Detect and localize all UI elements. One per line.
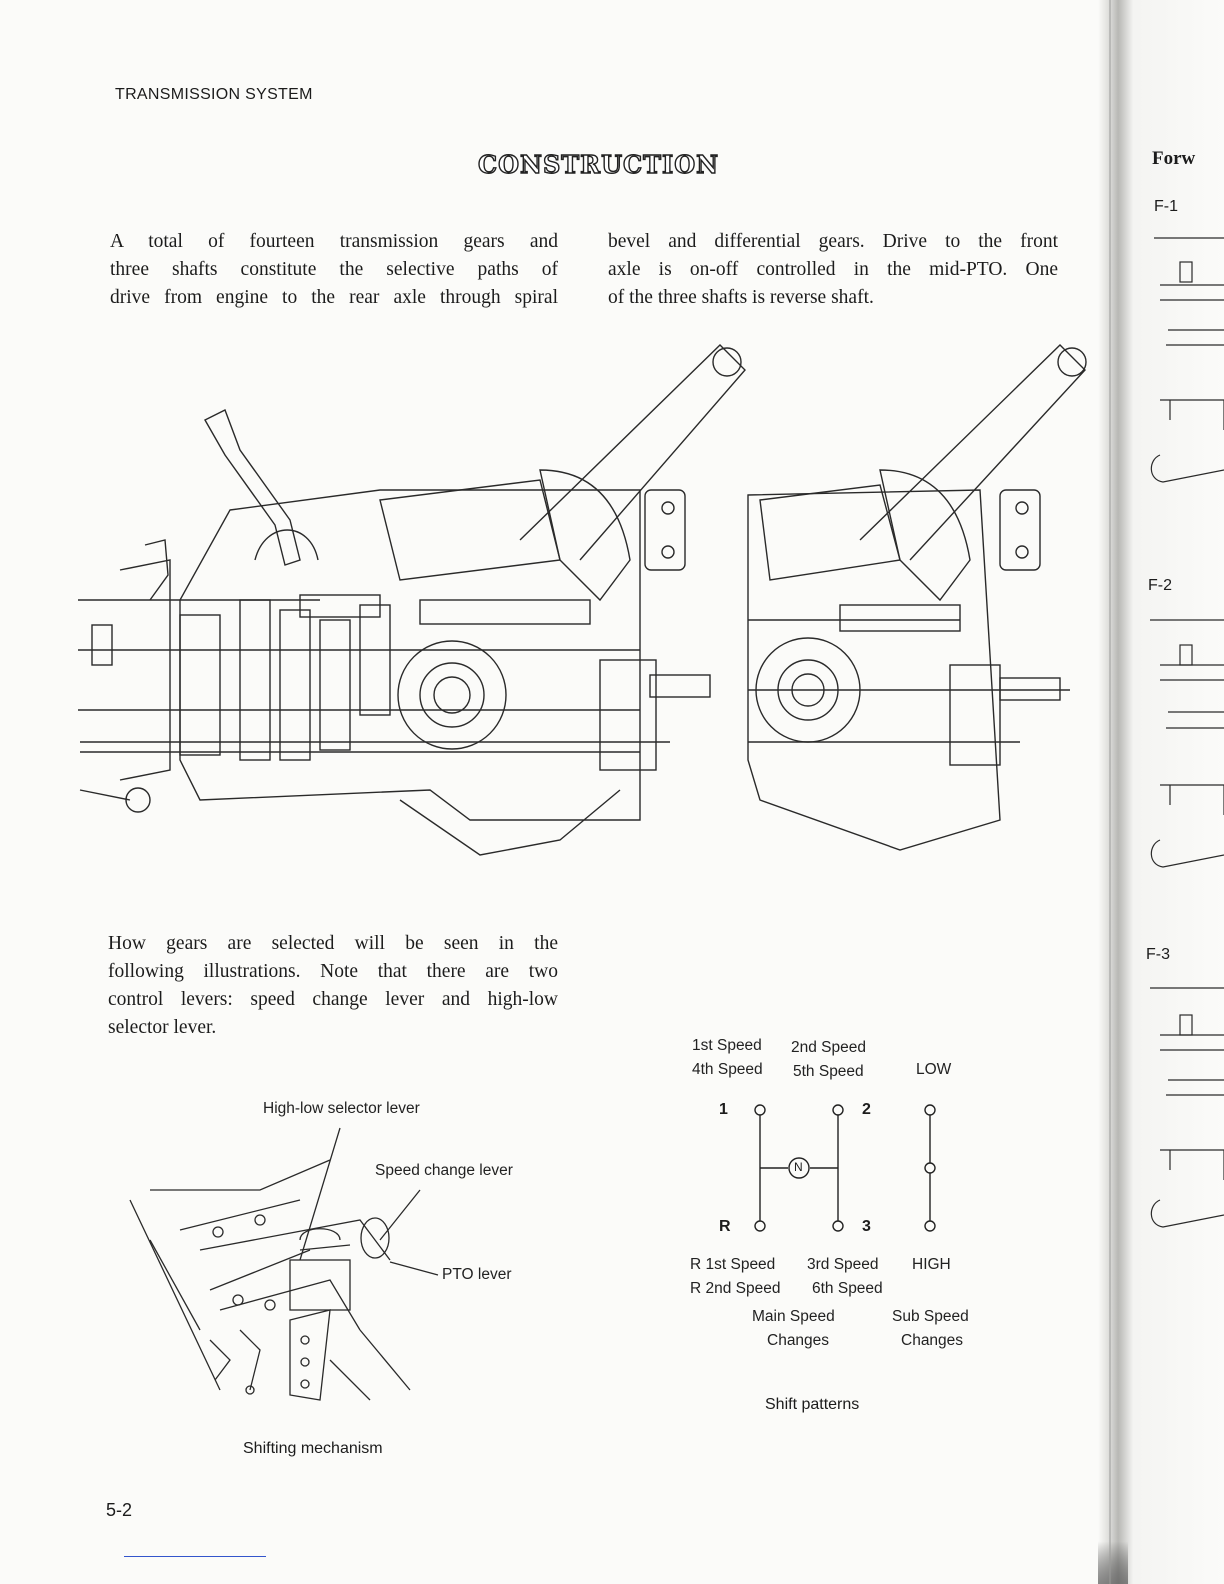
- section-title: CONSTRUCTION: [477, 149, 720, 179]
- label-2nd-speed: 2nd Speed: [791, 1039, 866, 1056]
- facing-figure-f1: F-1: [1154, 198, 1178, 215]
- gate-neutral: N: [794, 1160, 803, 1174]
- gate-position-3: 3: [862, 1218, 871, 1235]
- binding-gutter: Forw F-1 F-2 F-3: [1098, 0, 1224, 1584]
- label-1st-speed: 1st Speed: [692, 1037, 762, 1054]
- text-line: A total of fourteen transmission gears a…: [110, 231, 558, 252]
- text-line: of the three shafts is reverse shaft.: [608, 287, 874, 308]
- text-line: drive from engine to the rear axle throu…: [110, 287, 558, 308]
- gate-position-2: 2: [862, 1101, 871, 1118]
- intro-paragraph-left: A total of fourteen transmission gears a…: [110, 228, 558, 312]
- label-4th-speed: 4th Speed: [692, 1061, 763, 1078]
- text-line: selector lever.: [108, 1017, 217, 1038]
- page-number: 5-2: [106, 1500, 133, 1520]
- label-r-2nd-speed: R 2nd Speed: [690, 1280, 781, 1297]
- selection-paragraph: How gears are selected will be seen in t…: [108, 930, 558, 1042]
- text-line: axle is on-off controlled in the mid-PTO…: [608, 259, 1058, 280]
- label-3rd-speed: 3rd Speed: [807, 1256, 879, 1273]
- text-line: How gears are selected will be seen in t…: [108, 933, 558, 954]
- text-line: bevel and differential gears. Drive to t…: [608, 231, 1058, 252]
- intro-paragraph-right: bevel and differential gears. Drive to t…: [608, 228, 1058, 312]
- footer-rule: [124, 1556, 266, 1557]
- label-sub-speed: Sub Speed: [892, 1308, 969, 1325]
- gutter-shading: [1098, 0, 1224, 1584]
- label-main-speed: Main Speed: [752, 1308, 835, 1325]
- text-line: control levers: speed change lever and h…: [108, 989, 558, 1010]
- running-header: TRANSMISSION SYSTEM: [115, 86, 313, 103]
- label-r-1st-speed: R 1st Speed: [690, 1256, 776, 1273]
- label-6th-speed: 6th Speed: [812, 1280, 883, 1297]
- facing-figure-f3: F-3: [1146, 946, 1170, 963]
- facing-page-drawings: [1150, 237, 1224, 1228]
- gate-position-r: R: [719, 1218, 731, 1235]
- shifting-mechanism-caption: Shifting mechanism: [243, 1440, 383, 1457]
- text-line: following illustrations. Note that there…: [108, 961, 558, 982]
- label-pto-lever: PTO lever: [442, 1266, 512, 1283]
- label-high: HIGH: [912, 1256, 951, 1273]
- facing-figure-f2: F-2: [1148, 577, 1172, 594]
- label-sub-changes: Changes: [901, 1332, 964, 1349]
- label-speed-change-lever: Speed change lever: [375, 1162, 513, 1179]
- label-5th-speed: 5th Speed: [793, 1063, 864, 1080]
- gate-position-1: 1: [719, 1101, 728, 1118]
- label-low: LOW: [916, 1061, 952, 1078]
- text-line: three shafts constitute the selective pa…: [110, 259, 558, 280]
- label-main-changes: Changes: [767, 1332, 830, 1349]
- label-high-low-selector-lever: High-low selector lever: [263, 1100, 420, 1117]
- shift-patterns-caption: Shift patterns: [765, 1396, 860, 1413]
- facing-page-heading: Forw: [1152, 148, 1196, 169]
